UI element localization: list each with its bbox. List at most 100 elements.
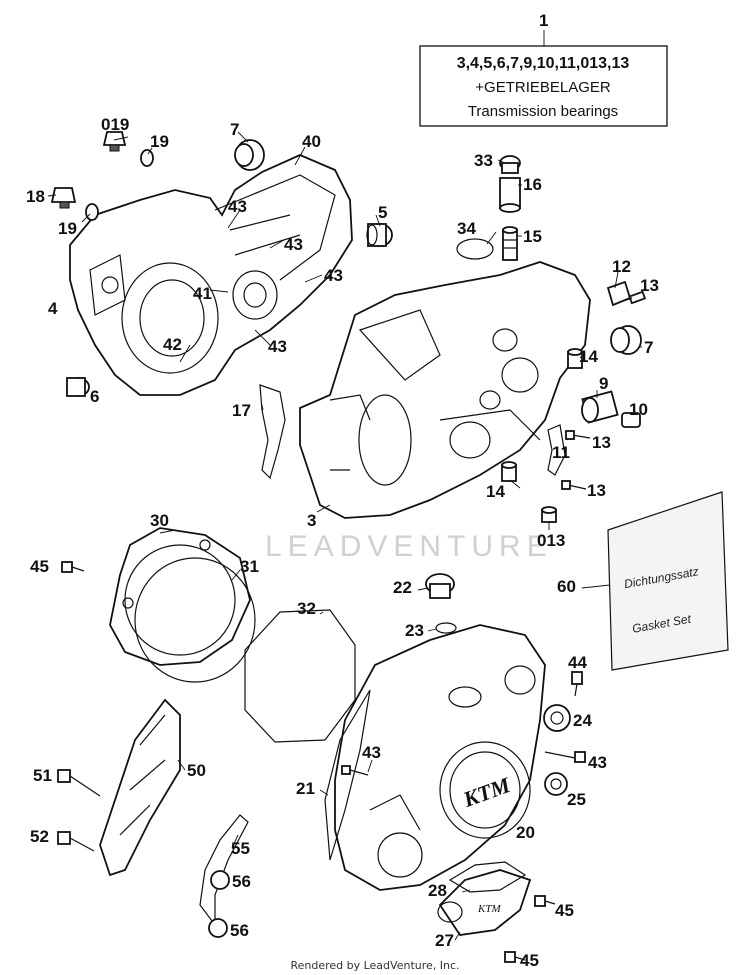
callout-43-e[interactable]: 43 <box>362 743 381 762</box>
callout-6[interactable]: 6 <box>90 387 99 406</box>
callout-43-b[interactable]: 43 <box>284 235 303 254</box>
callout-7-b[interactable]: 7 <box>644 338 653 357</box>
part-45c-screw[interactable] <box>504 951 526 963</box>
part-51-bolt[interactable] <box>57 769 101 797</box>
part-18-plug[interactable] <box>50 187 77 209</box>
callout-34[interactable]: 34 <box>457 219 476 238</box>
callout-19[interactable]: 19 <box>150 132 169 151</box>
part-45a-screw[interactable] <box>61 561 85 573</box>
callout-32[interactable]: 32 <box>297 599 316 618</box>
part-11-retainer[interactable] <box>547 424 566 476</box>
callout-33[interactable]: 33 <box>474 151 493 170</box>
gasket-17[interactable] <box>259 384 286 480</box>
part-23-oring[interactable] <box>435 622 457 634</box>
callout-13-b[interactable]: 13 <box>592 433 611 452</box>
callout-60[interactable]: 60 <box>557 577 576 596</box>
callout-45-b[interactable]: 45 <box>555 901 574 920</box>
callout-18[interactable]: 18 <box>26 187 45 206</box>
callout-14-b[interactable]: 14 <box>486 482 505 501</box>
callout-21[interactable]: 21 <box>296 779 315 798</box>
part-13a-screw[interactable] <box>619 290 647 305</box>
part-44-screw[interactable] <box>571 671 583 697</box>
left-crankcase-half[interactable] <box>69 154 353 396</box>
callout-41[interactable]: 41 <box>193 284 212 303</box>
part-34-oring[interactable] <box>456 238 494 260</box>
part-12-bracket[interactable] <box>606 280 632 307</box>
callout-16[interactable]: 16 <box>523 175 542 194</box>
callout-51[interactable]: 51 <box>33 766 52 785</box>
part-19b-washer[interactable] <box>85 203 99 221</box>
callout-40[interactable]: 40 <box>302 132 321 151</box>
callout-9[interactable]: 9 <box>599 374 608 393</box>
part-9-bushing[interactable] <box>581 390 619 424</box>
part-013-plug[interactable] <box>541 506 557 523</box>
gasket-31[interactable] <box>134 557 256 683</box>
callout-3[interactable]: 3 <box>307 511 316 530</box>
callout-19-b[interactable]: 19 <box>58 219 77 238</box>
part-45b-screw[interactable] <box>534 895 556 907</box>
part-5-bushing[interactable] <box>366 223 393 247</box>
part-55-strap[interactable] <box>199 814 249 927</box>
part-13c-screw[interactable] <box>561 480 587 490</box>
clutch-cover-20[interactable]: KTM <box>334 624 546 891</box>
part-22-plug[interactable] <box>425 573 455 599</box>
callout-10[interactable]: 10 <box>629 400 648 419</box>
callout-30[interactable]: 30 <box>150 511 169 530</box>
callout-12[interactable]: 12 <box>612 257 631 276</box>
callout-44[interactable]: 44 <box>568 653 587 672</box>
part-19a-washer[interactable] <box>140 149 154 167</box>
part-25-seal[interactable] <box>544 772 568 796</box>
callout-52[interactable]: 52 <box>30 827 49 846</box>
part-52-bolt[interactable] <box>57 831 95 852</box>
callout-013[interactable]: 013 <box>537 531 565 550</box>
part-14a-dowel[interactable] <box>567 348 583 369</box>
callout-31[interactable]: 31 <box>240 557 259 576</box>
part-7b-bushing[interactable] <box>610 325 642 355</box>
callout-56-b[interactable]: 56 <box>230 921 249 940</box>
callout-28[interactable]: 28 <box>428 881 447 900</box>
callout-5[interactable]: 5 <box>378 203 387 222</box>
callout-019[interactable]: 019 <box>101 115 129 134</box>
callout-43-f[interactable]: 43 <box>588 753 607 772</box>
callout-14[interactable]: 14 <box>579 347 598 366</box>
part-019-plug[interactable] <box>102 131 127 152</box>
part-43e-screw[interactable] <box>341 765 369 776</box>
part-6-dowel[interactable] <box>66 377 90 397</box>
chain-guard-50[interactable] <box>99 698 181 877</box>
callout-45-c[interactable]: 45 <box>520 951 539 970</box>
part-7a-bushing[interactable] <box>234 139 265 171</box>
gasket-set-60[interactable]: Dichtungssatz Gasket Set <box>607 491 729 671</box>
water-pump-cover-27[interactable]: KTM <box>437 869 532 936</box>
right-crankcase-half[interactable] <box>299 261 591 519</box>
part-43f-screw[interactable] <box>544 751 586 763</box>
callout-43-c[interactable]: 43 <box>324 266 343 285</box>
callout-22[interactable]: 22 <box>393 578 412 597</box>
callout-27[interactable]: 27 <box>435 931 454 950</box>
gasket-21[interactable] <box>324 689 371 861</box>
callout-15[interactable]: 15 <box>523 227 542 246</box>
part-56b-rubber[interactable] <box>208 918 228 938</box>
part-33-plug[interactable] <box>499 155 521 174</box>
callout-25[interactable]: 25 <box>567 790 586 809</box>
callout-4[interactable]: 4 <box>48 299 58 318</box>
callout-17[interactable]: 17 <box>232 401 251 420</box>
part-16-tube[interactable] <box>499 177 521 213</box>
gasket-32[interactable] <box>244 609 356 743</box>
callout-1[interactable]: 1 <box>539 11 548 30</box>
callout-13-c[interactable]: 13 <box>587 481 606 500</box>
part-10-plug[interactable] <box>621 412 641 428</box>
callout-42[interactable]: 42 <box>163 335 182 354</box>
callout-56[interactable]: 56 <box>232 872 251 891</box>
callout-45[interactable]: 45 <box>30 557 49 576</box>
callout-43-d[interactable]: 43 <box>268 337 287 356</box>
callout-23[interactable]: 23 <box>405 621 424 640</box>
callout-24[interactable]: 24 <box>573 711 592 730</box>
gasket-28[interactable] <box>448 861 527 893</box>
callout-50[interactable]: 50 <box>187 761 206 780</box>
callout-20[interactable]: 20 <box>516 823 535 842</box>
part-56a-rubber[interactable] <box>210 870 230 890</box>
ignition-cover-30[interactable] <box>109 527 251 666</box>
part-15-fitting[interactable] <box>502 226 518 261</box>
callout-43[interactable]: 43 <box>228 197 247 216</box>
part-13b-screw[interactable] <box>565 430 591 440</box>
